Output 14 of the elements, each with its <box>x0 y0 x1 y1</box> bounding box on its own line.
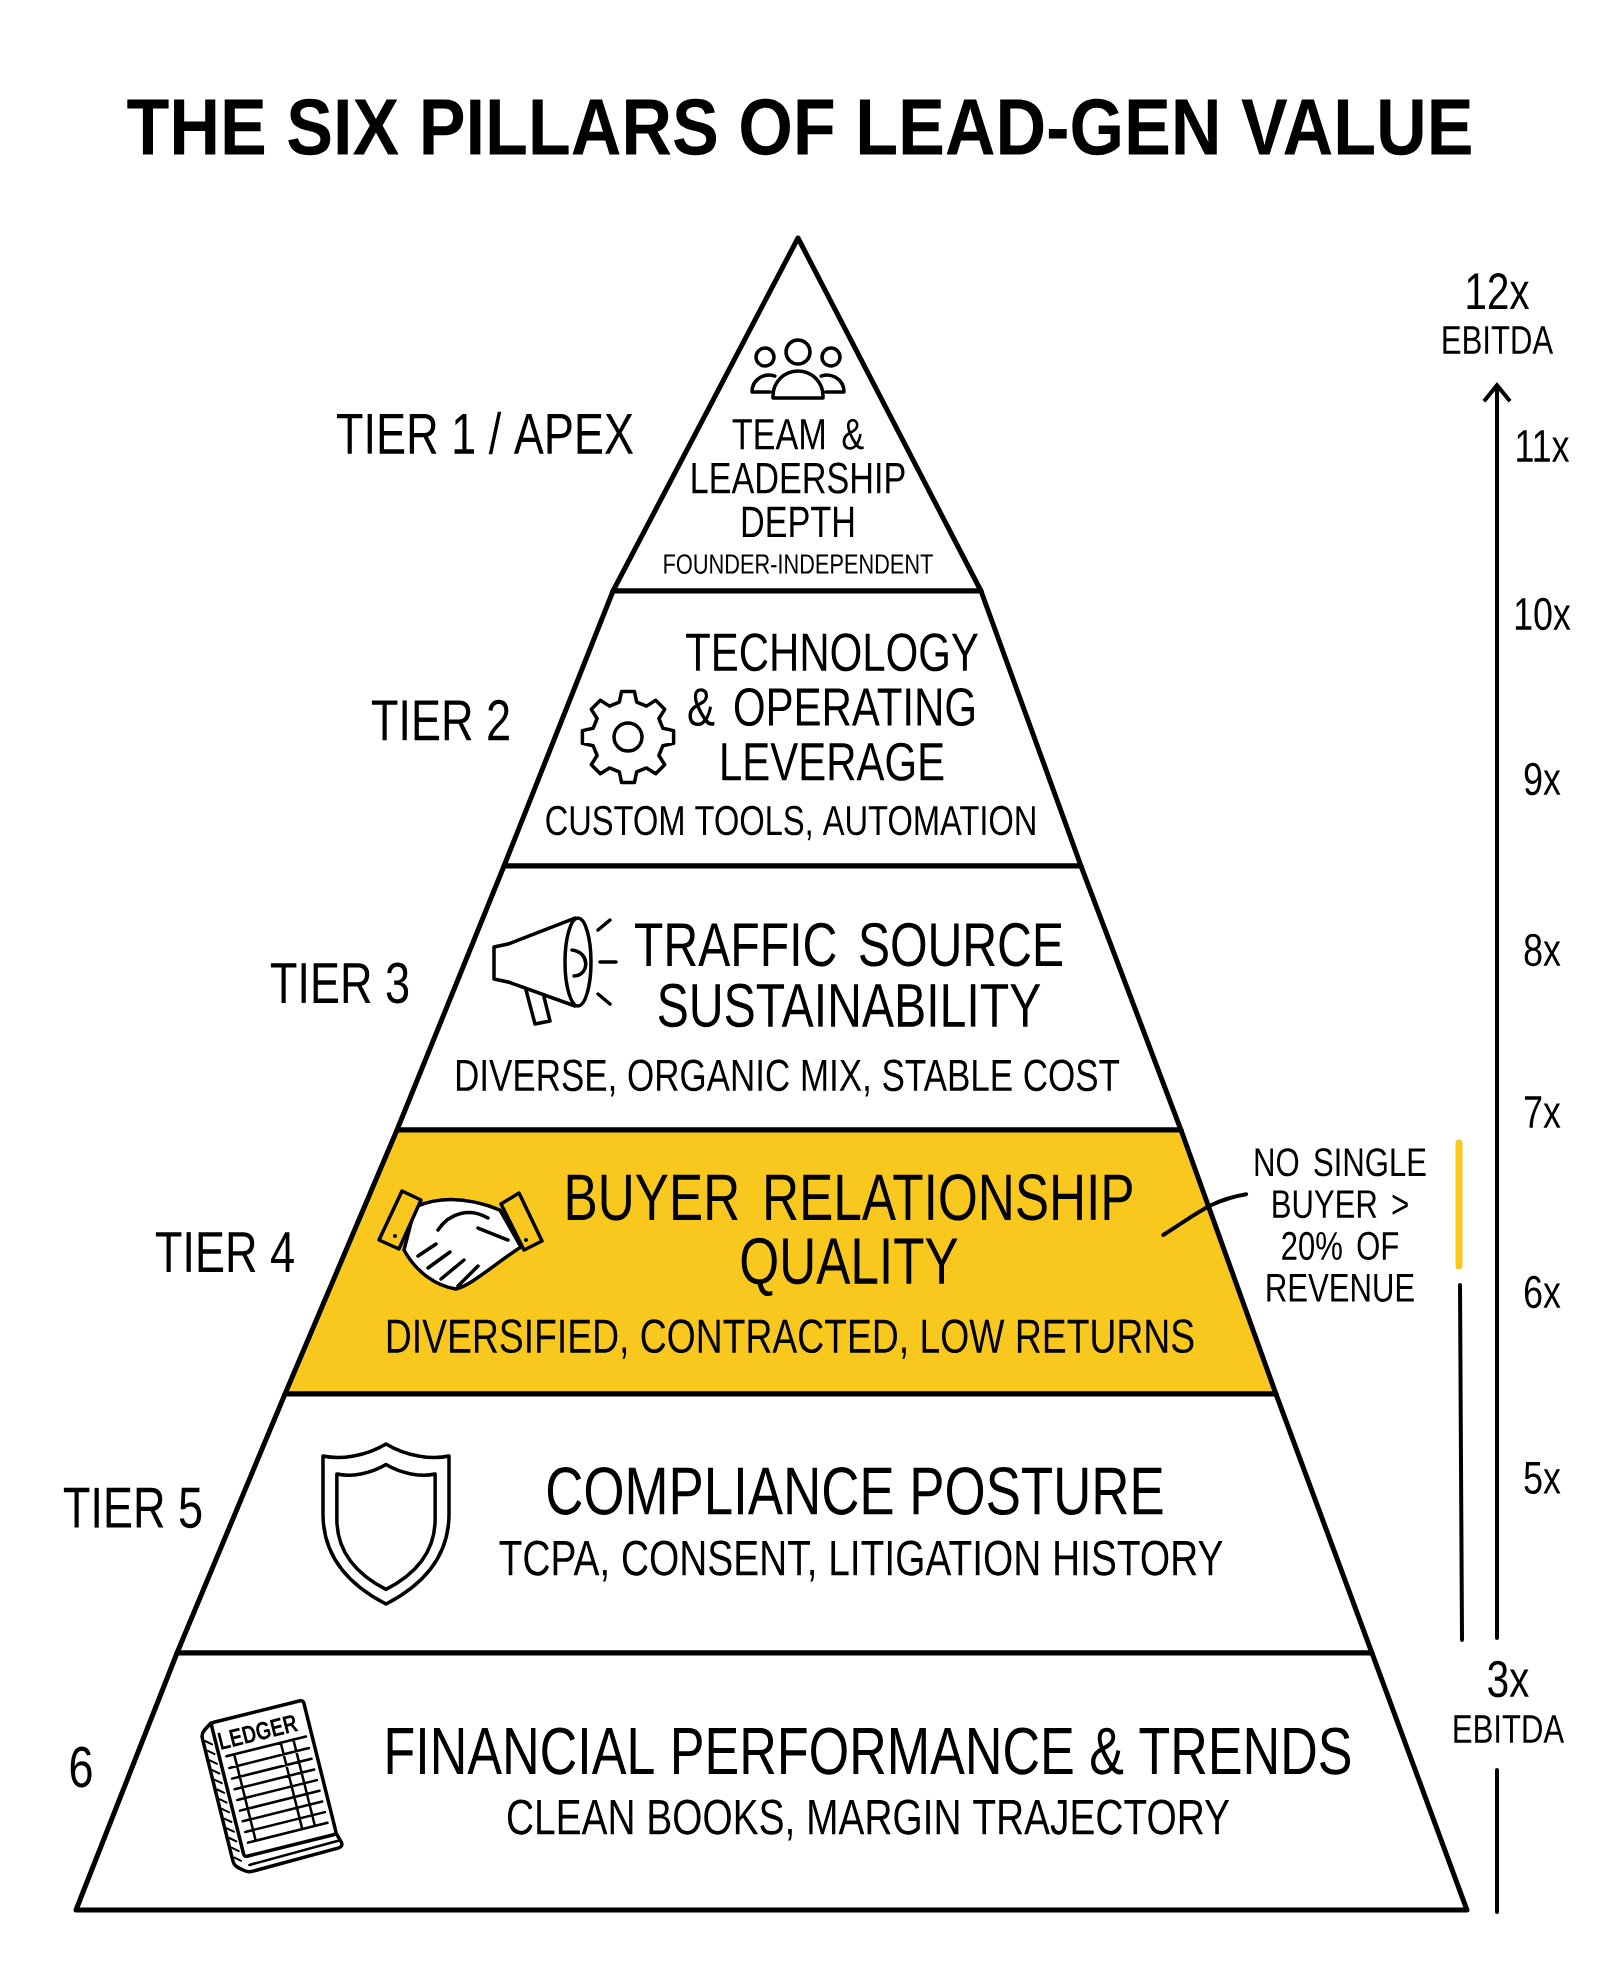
scale-label: 10x <box>1515 597 1571 631</box>
book-title: LEDGER <box>217 1715 299 1750</box>
scale-label: 7x <box>1524 1096 1561 1128</box>
scale-label: 9x <box>1524 762 1561 796</box>
title: THE SIX PILLARS OF LEAD-GEN VALUE <box>127 98 1471 156</box>
scale-label: 3x <box>1488 1660 1529 1698</box>
scale-label: 12x <box>1467 272 1530 310</box>
scale-label: EBITDA <box>1443 326 1554 354</box>
leader-line <box>1161 1192 1249 1237</box>
scale-label: 6x <box>1524 1275 1561 1309</box>
tier-label: 6 <box>70 1746 92 1788</box>
scale-label: 11x <box>1517 430 1570 462</box>
scale-label: 8x <box>1524 933 1561 967</box>
scale-label: 5x <box>1524 1462 1561 1494</box>
